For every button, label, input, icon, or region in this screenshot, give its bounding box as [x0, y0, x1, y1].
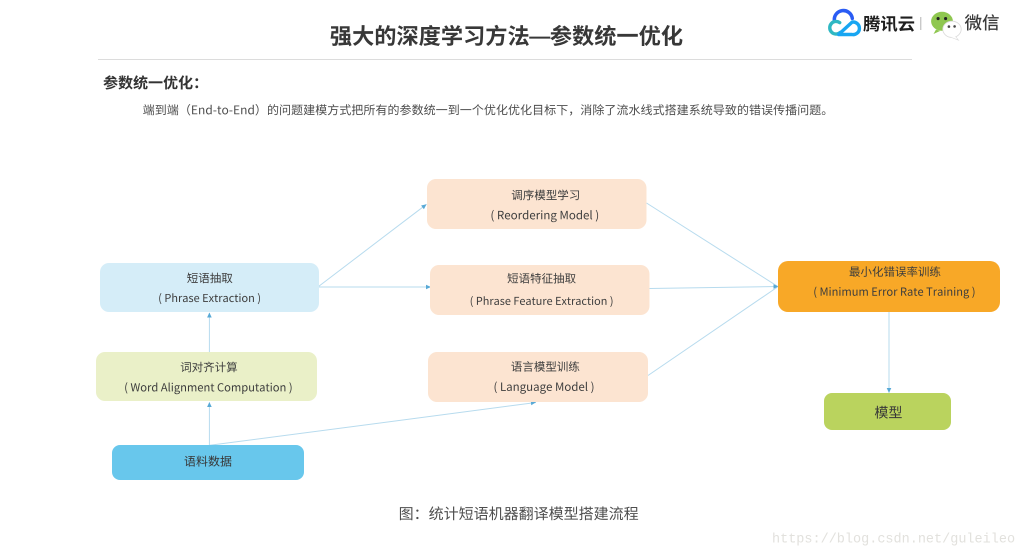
svg-text:https://blog.csdn.net/guleileo: https://blog.csdn.net/guleileo — [772, 533, 1015, 548]
